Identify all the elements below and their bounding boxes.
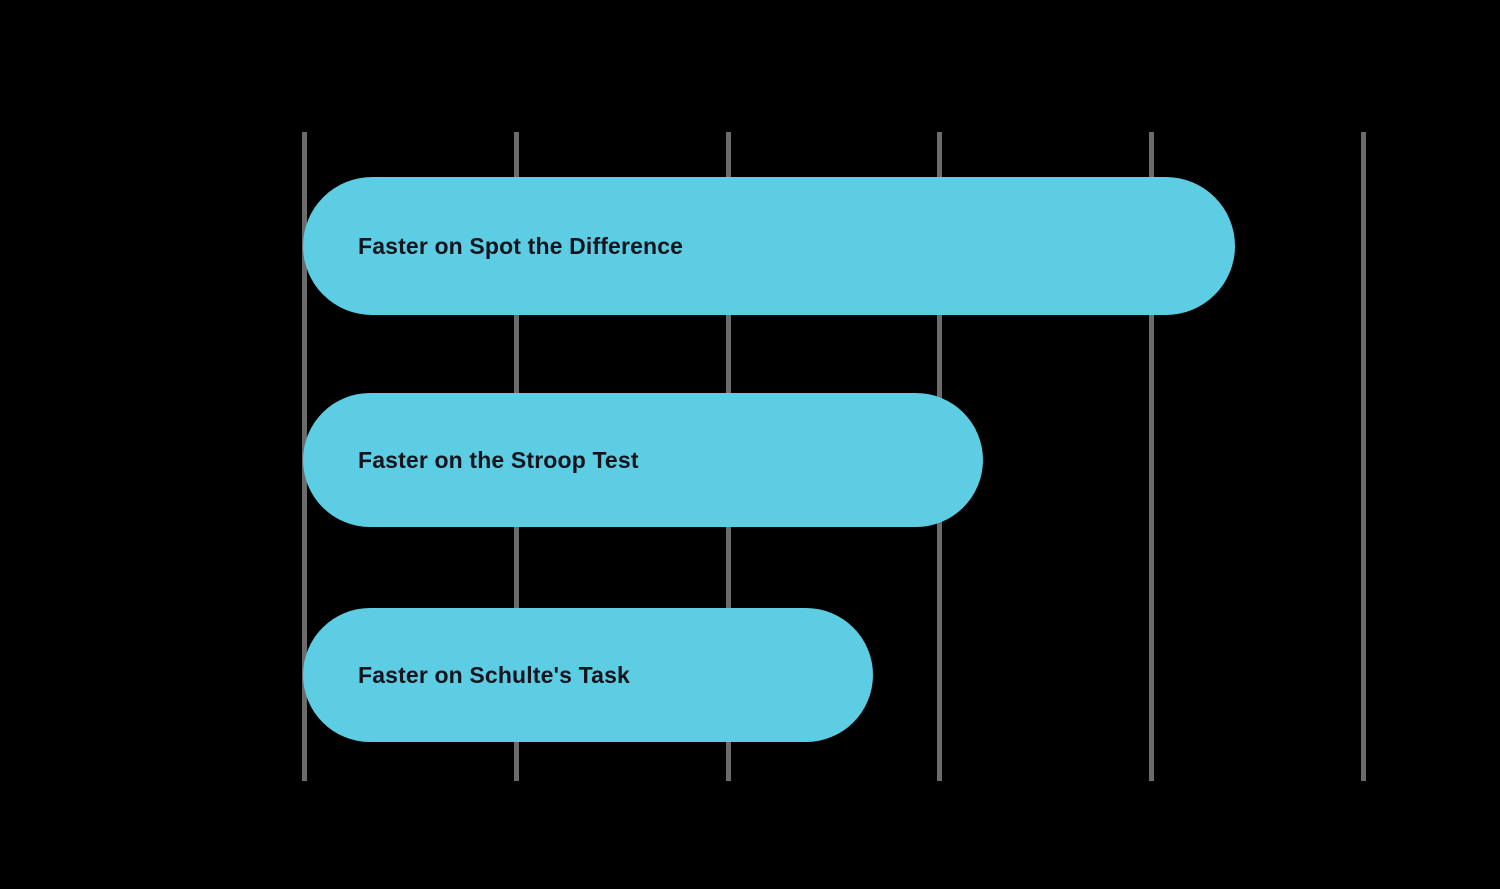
- bar-label-spot-the-difference: Faster on Spot the Difference: [358, 232, 684, 259]
- bar-label-stroop-test: Faster on the Stroop Test: [358, 446, 639, 473]
- gridline-5: [1361, 132, 1366, 781]
- gridline-4: [1149, 132, 1154, 781]
- bar-spot-the-difference[interactable]: Faster on Spot the Difference: [303, 177, 1235, 315]
- bar-label-schultes-task: Faster on Schulte's Task: [358, 661, 630, 688]
- bar-schultes-task[interactable]: Faster on Schulte's Task: [303, 608, 873, 742]
- bar-stroop-test[interactable]: Faster on the Stroop Test: [303, 393, 983, 527]
